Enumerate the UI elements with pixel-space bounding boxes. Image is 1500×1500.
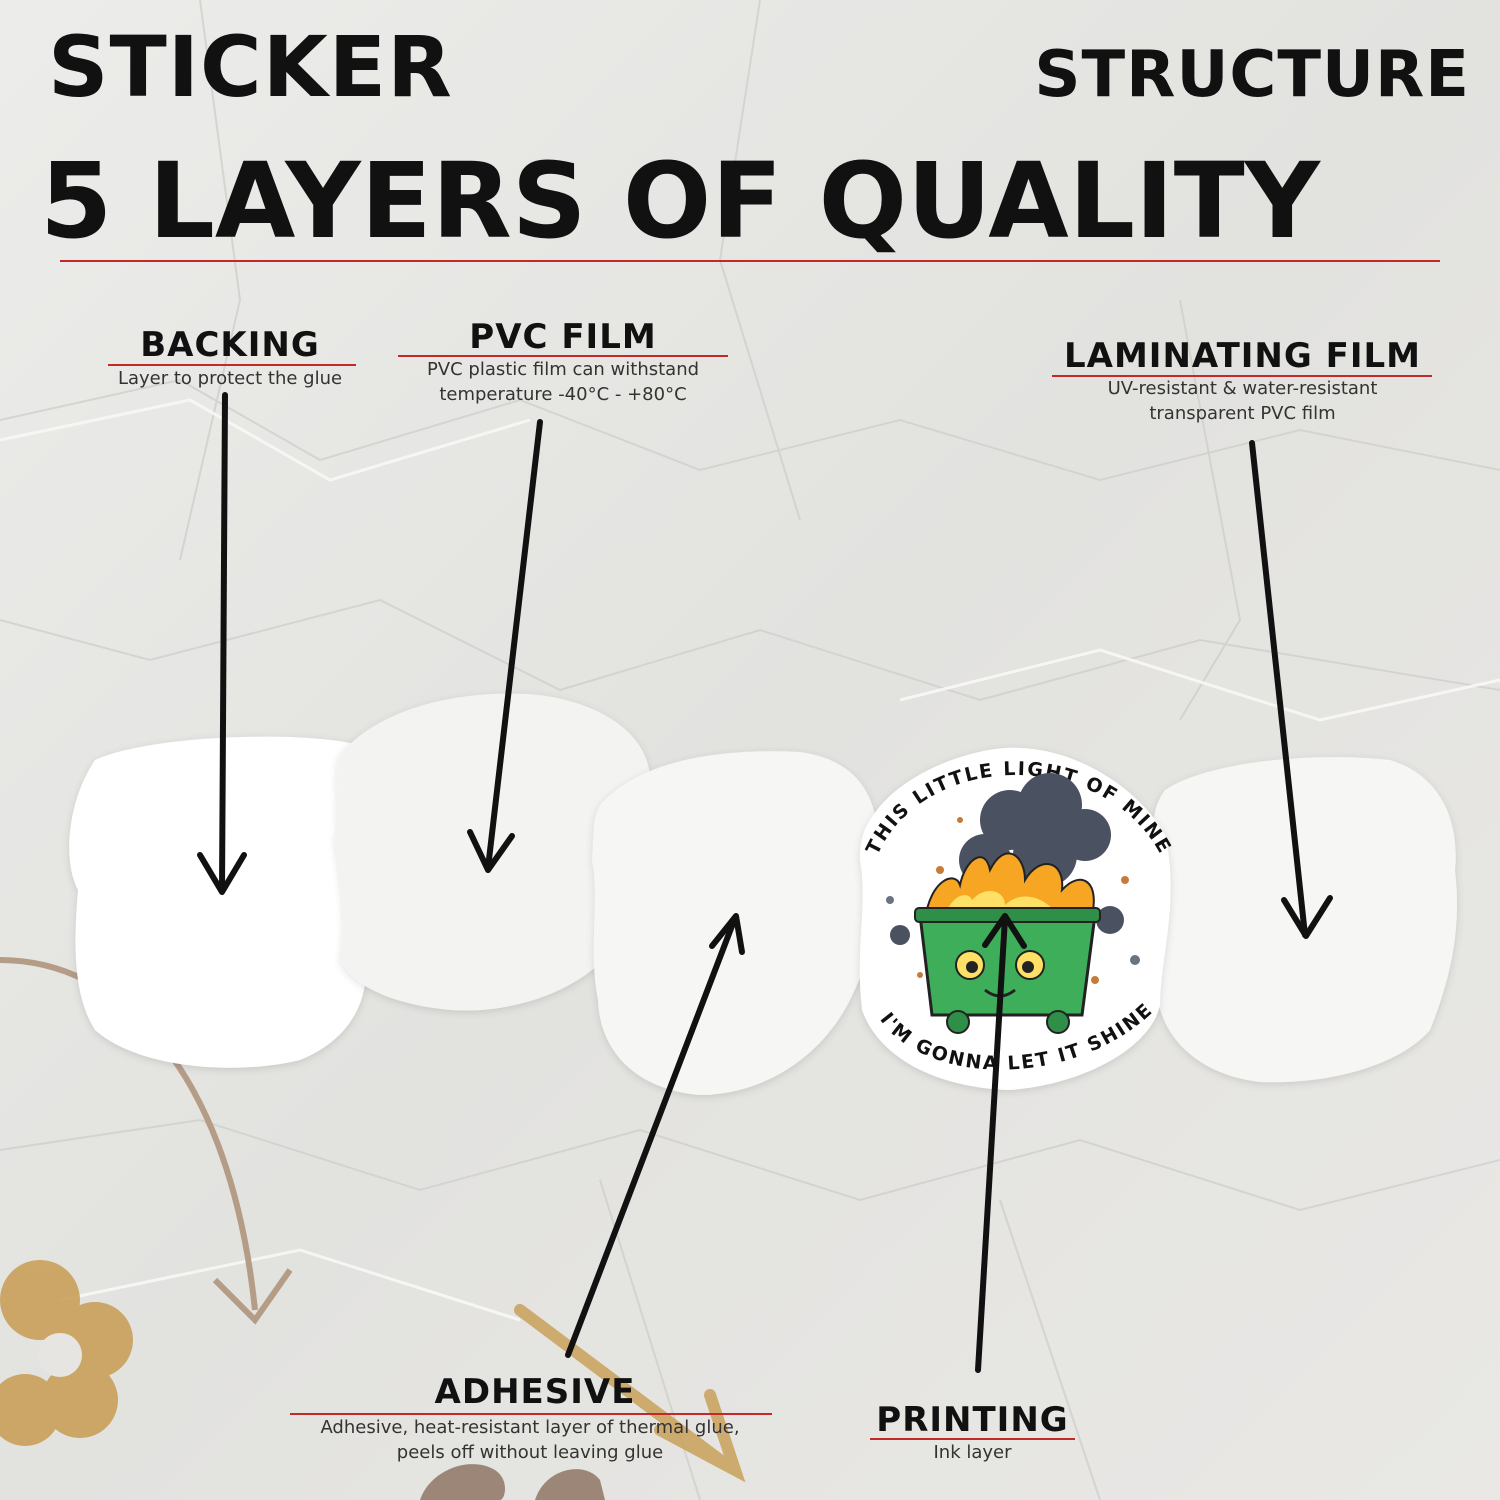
label-laminating-rule (1052, 375, 1432, 377)
heading-sticker: STICKER (48, 18, 453, 116)
arrow-pvc (467, 419, 543, 873)
label-laminating-title: LAMINATING FILM (1063, 336, 1421, 376)
gold-flower-icon (0, 1260, 133, 1446)
headline-underline (60, 260, 1440, 262)
label-printing-desc: Ink layer (933, 1442, 1012, 1463)
arrow-laminating (1249, 440, 1333, 939)
label-adhesive-title: ADHESIVE (434, 1372, 636, 1412)
dumpster-icon (918, 913, 1097, 1017)
label-printing-rule (870, 1438, 1075, 1440)
layer-pvc-shape (335, 693, 651, 1011)
label-backing-desc: Layer to protect the glue (117, 368, 343, 389)
label-printing-title: PRINTING (876, 1400, 1069, 1440)
confetti-dots (886, 817, 1140, 984)
label-adhesive-rule (290, 1413, 772, 1415)
label-pvc-desc-2: temperature -40°C - +80°C (439, 384, 687, 405)
label-adhesive-desc-2: peels off without leaving glue (396, 1442, 664, 1463)
layer-printing-sticker: THIS LITTLE LIGHT OF MINE I'M GONNA LET … (859, 747, 1174, 1090)
label-laminating-desc-2: transparent PVC film (1149, 403, 1336, 424)
heading-structure: STRUCTURE (1034, 38, 1470, 112)
label-laminating-desc-1: UV-resistant & water-resistant (1107, 378, 1378, 399)
arrow-printing (975, 913, 1027, 1373)
label-pvc-title: PVC FILM (469, 317, 657, 357)
decorative-letterforms (420, 1464, 605, 1500)
arrow-backing (197, 392, 247, 895)
headline-5-layers: 5 LAYERS OF QUALITY (40, 140, 1320, 262)
label-pvc-desc-1: PVC plastic film can withstand (426, 359, 700, 380)
layer-backing-shape (69, 736, 377, 1068)
label-backing-rule (108, 364, 356, 366)
label-backing-title: BACKING (140, 325, 320, 365)
arrow-adhesive (565, 913, 745, 1358)
label-adhesive-desc-1: Adhesive, heat-resistant layer of therma… (320, 1417, 740, 1438)
gold-arrow-icon (514, 1304, 746, 1483)
label-pvc-rule (398, 355, 728, 357)
